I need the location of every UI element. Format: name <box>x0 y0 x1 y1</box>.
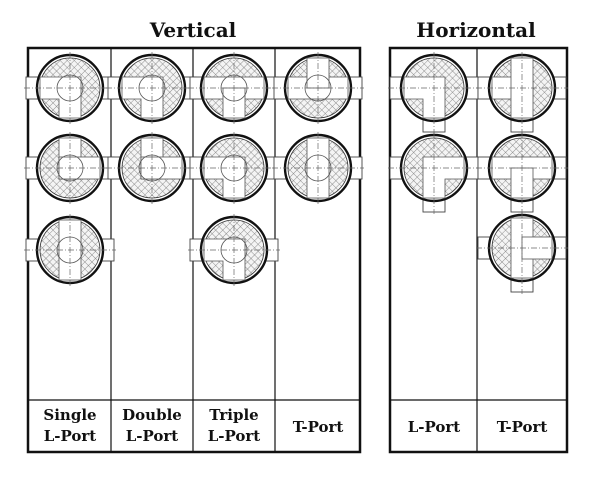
label-double-l-port-line1: Double <box>122 406 182 424</box>
valve-h-t-2 <box>476 132 568 214</box>
label-triple-l-port-line1: Triple <box>209 406 258 424</box>
vertical-valves <box>24 52 364 286</box>
label-double-l-port-line2: L-Port <box>126 427 179 445</box>
label-t-port-horizontal: T-Port <box>497 418 548 436</box>
valve-h-t-3 <box>476 212 568 294</box>
valve-triple-l-2 <box>188 132 280 204</box>
label-l-port-horizontal: L-Port <box>408 418 461 436</box>
label-single-l-port-line1: Single <box>43 406 96 424</box>
vertical-title: Vertical <box>149 18 237 42</box>
label-t-port-vertical: T-Port <box>293 418 344 436</box>
valve-t-1 <box>272 52 364 124</box>
horizontal-panel <box>388 46 569 454</box>
valve-triple-l-3 <box>188 214 280 286</box>
valve-h-l-1 <box>388 52 480 134</box>
valve-single-l-3 <box>24 214 116 286</box>
valve-single-l-2 <box>24 132 116 204</box>
horizontal-valves <box>388 52 568 294</box>
valve-double-l-2 <box>106 132 198 204</box>
valve-double-l-1 <box>106 52 198 124</box>
valve-h-t-1 <box>476 52 568 134</box>
label-triple-l-port-line2: L-Port <box>208 427 261 445</box>
label-single-l-port-line2: L-Port <box>44 427 97 445</box>
valve-t-2 <box>272 132 364 204</box>
valve-h-l-2 <box>388 132 480 214</box>
valve-single-l-1 <box>24 52 116 124</box>
horizontal-title: Horizontal <box>416 18 536 42</box>
valve-triple-l-1 <box>188 52 280 124</box>
